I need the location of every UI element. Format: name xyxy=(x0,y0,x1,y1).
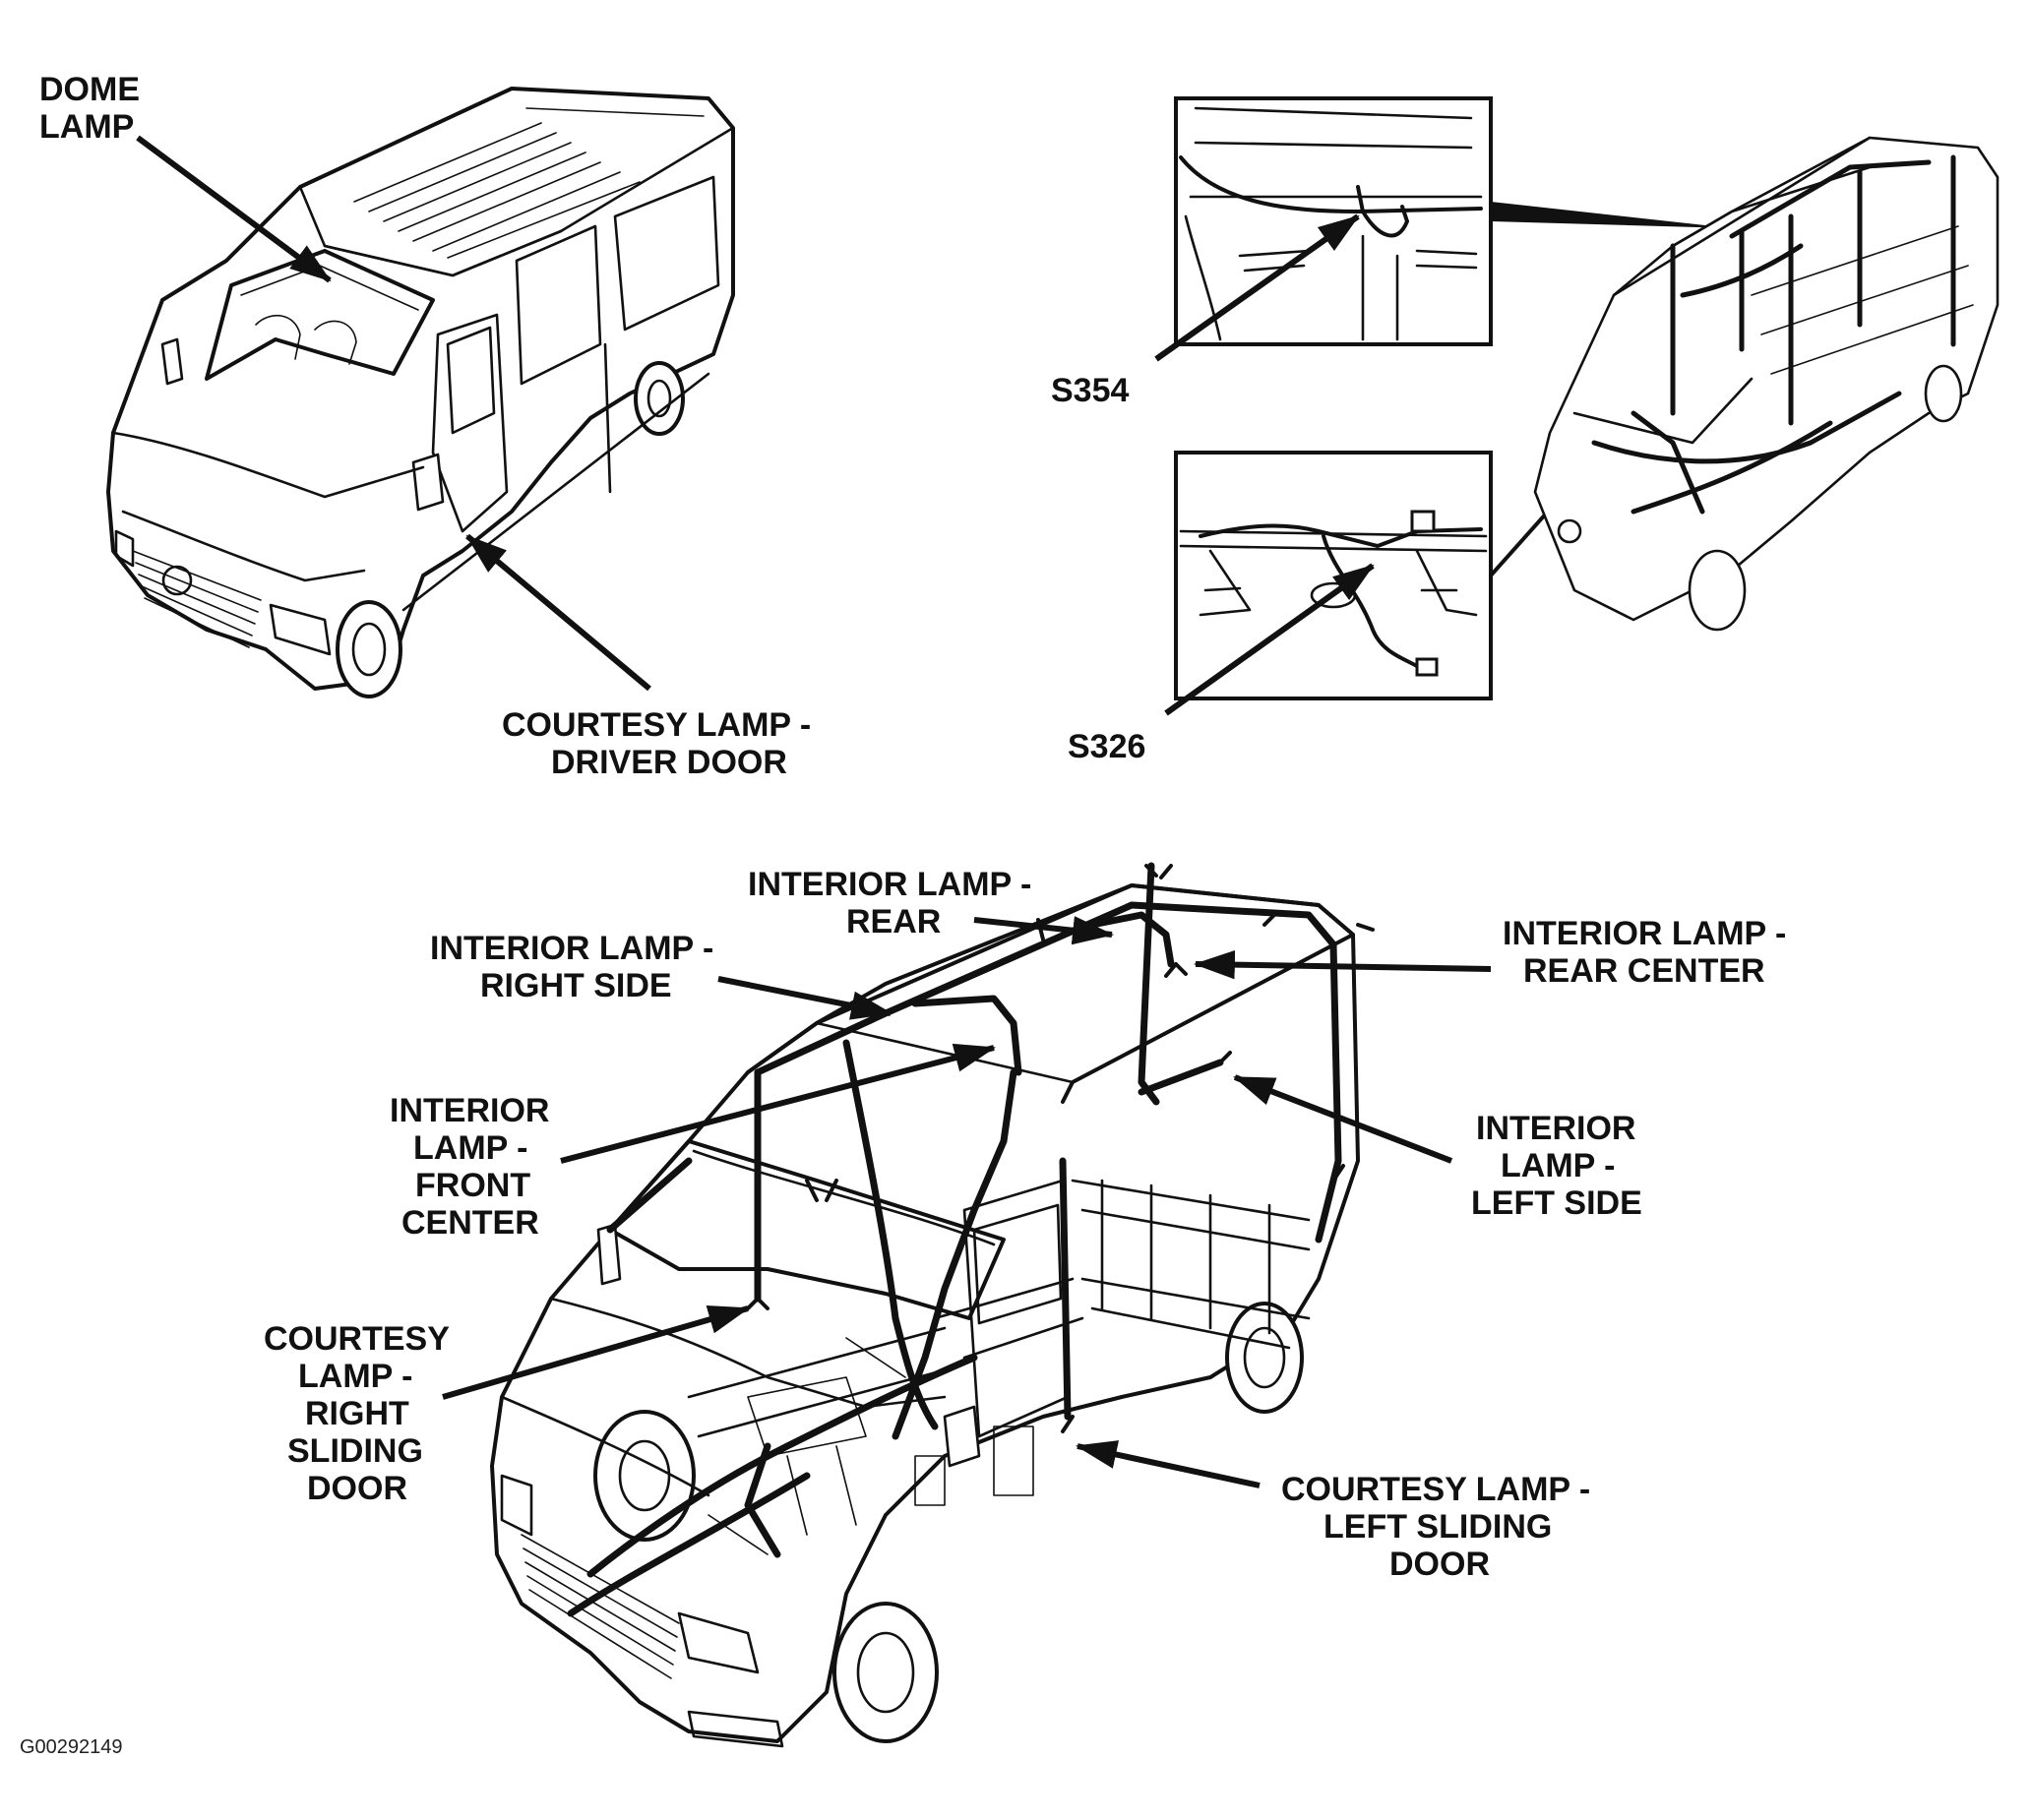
callout-line: DRIVER DOOR xyxy=(551,744,787,781)
callout-line: LEFT SLIDING xyxy=(1323,1508,1552,1546)
callout-interior-lamp-rear-center: INTERIOR LAMP - REAR CENTER xyxy=(1503,915,1786,990)
callout-line: LEFT SIDE xyxy=(1471,1184,1642,1222)
callout-line: LAMP - xyxy=(298,1358,412,1395)
callout-line: COURTESY LAMP - xyxy=(1281,1471,1590,1508)
svg-text:DOOR: DOOR xyxy=(1389,1546,1490,1583)
van-harness-main-illustration xyxy=(490,883,1360,1748)
callout-dome-lamp: DOME LAMP xyxy=(39,71,140,146)
svg-text:LAMP -: LAMP - xyxy=(298,1358,412,1395)
svg-text:INTERIOR LAMP -: INTERIOR LAMP - xyxy=(748,866,1031,903)
callout-line: COURTESY xyxy=(264,1320,450,1358)
svg-text:RIGHT SIDE: RIGHT SIDE xyxy=(480,967,672,1004)
callout-courtesy-driver-door: COURTESY LAMP - DRIVER DOOR xyxy=(502,706,811,781)
svg-text:CENTER: CENTER xyxy=(401,1204,539,1242)
svg-text:REAR CENTER: REAR CENTER xyxy=(1523,952,1765,990)
arrow-dome-lamp xyxy=(136,135,332,283)
callout-line: INTERIOR xyxy=(390,1092,549,1129)
arrow-s326 xyxy=(1164,563,1375,716)
callout-line: INTERIOR xyxy=(1476,1110,1635,1147)
callout-line: DOME xyxy=(39,71,140,108)
svg-text:FRONT: FRONT xyxy=(415,1167,530,1204)
arrow-interior-right-side xyxy=(717,976,893,1020)
svg-text:LAMP: LAMP xyxy=(39,108,134,146)
svg-text:INTERIOR: INTERIOR xyxy=(1476,1110,1635,1147)
callout-line: REAR xyxy=(846,903,941,940)
leader-arrows xyxy=(136,135,1492,1488)
svg-text:LEFT SLIDING: LEFT SLIDING xyxy=(1323,1508,1552,1546)
callout-s354: S354 xyxy=(1051,372,1129,409)
van-exterior-illustration xyxy=(106,87,735,698)
arrow-courtesy-right-sliding xyxy=(442,1305,751,1400)
svg-text:LAMP -: LAMP - xyxy=(1501,1147,1615,1184)
svg-text:LEFT SIDE: LEFT SIDE xyxy=(1471,1184,1642,1222)
callout-line: DOOR xyxy=(307,1470,407,1507)
callout-interior-lamp-rear: INTERIOR LAMP - REAR xyxy=(748,866,1031,940)
svg-text:DOOR: DOOR xyxy=(307,1470,407,1507)
callout-courtesy-left-sliding-door: COURTESY LAMP - LEFT SLIDING DOOR xyxy=(1281,1471,1590,1583)
callout-line: RIGHT xyxy=(305,1395,409,1432)
detail-view-s326 xyxy=(1174,451,1493,700)
svg-text:DRIVER DOOR: DRIVER DOOR xyxy=(551,744,787,781)
callout-line: INTERIOR LAMP - xyxy=(748,866,1031,903)
arrow-interior-front-center xyxy=(560,1043,997,1164)
van-harness-overview-small xyxy=(1533,136,2000,632)
svg-text:COURTESY: COURTESY xyxy=(264,1320,450,1358)
callout-line: COURTESY LAMP - xyxy=(502,706,811,744)
arrow-interior-rear-center xyxy=(1193,949,1492,980)
callout-line: INTERIOR LAMP - xyxy=(430,930,713,967)
callout-line: DOOR xyxy=(1389,1546,1490,1583)
callout-line: REAR CENTER xyxy=(1523,952,1765,990)
detail-view-s354 xyxy=(1174,96,1493,346)
callout-line: LAMP xyxy=(39,108,134,146)
svg-text:INTERIOR: INTERIOR xyxy=(390,1092,549,1129)
arrow-s354 xyxy=(1154,213,1360,362)
arrow-courtesy-left-sliding xyxy=(1075,1440,1261,1488)
svg-text:LAMP -: LAMP - xyxy=(413,1129,527,1167)
callout-line: CENTER xyxy=(401,1204,539,1242)
callout-line: FRONT xyxy=(415,1167,530,1204)
figure-id: G00292149 xyxy=(20,1736,123,1758)
svg-text:COURTESY LAMP -: COURTESY LAMP - xyxy=(1281,1471,1590,1508)
callout-line: INTERIOR LAMP - xyxy=(1503,915,1786,952)
svg-text:REAR: REAR xyxy=(846,903,941,940)
callout-line: LAMP - xyxy=(1501,1147,1615,1184)
svg-text:INTERIOR LAMP -: INTERIOR LAMP - xyxy=(430,930,713,967)
callout-line: RIGHT SIDE xyxy=(480,967,672,1004)
svg-text:COURTESY LAMP -: COURTESY LAMP - xyxy=(502,706,811,744)
arrow-courtesy-driver xyxy=(465,533,651,692)
svg-text:SLIDING: SLIDING xyxy=(287,1432,423,1470)
arrow-interior-left-side xyxy=(1233,1074,1453,1164)
callout-courtesy-right-sliding-door: COURTESY LAMP - RIGHT SLIDING DOOR xyxy=(264,1320,450,1507)
callout-interior-lamp-front-center: INTERIOR LAMP - FRONT CENTER xyxy=(390,1092,549,1242)
callout-line: LAMP - xyxy=(413,1129,527,1167)
callout-line: SLIDING xyxy=(287,1432,423,1470)
svg-text:RIGHT: RIGHT xyxy=(305,1395,409,1432)
callout-s326: S326 xyxy=(1068,728,1145,765)
arrow-interior-rear xyxy=(973,916,1115,945)
svg-text:DOME: DOME xyxy=(39,71,140,108)
callout-interior-lamp-left-side: INTERIOR LAMP - LEFT SIDE xyxy=(1471,1110,1642,1222)
callout-interior-lamp-right-side: INTERIOR LAMP - RIGHT SIDE xyxy=(430,930,713,1004)
svg-text:INTERIOR LAMP -: INTERIOR LAMP - xyxy=(1503,915,1786,952)
